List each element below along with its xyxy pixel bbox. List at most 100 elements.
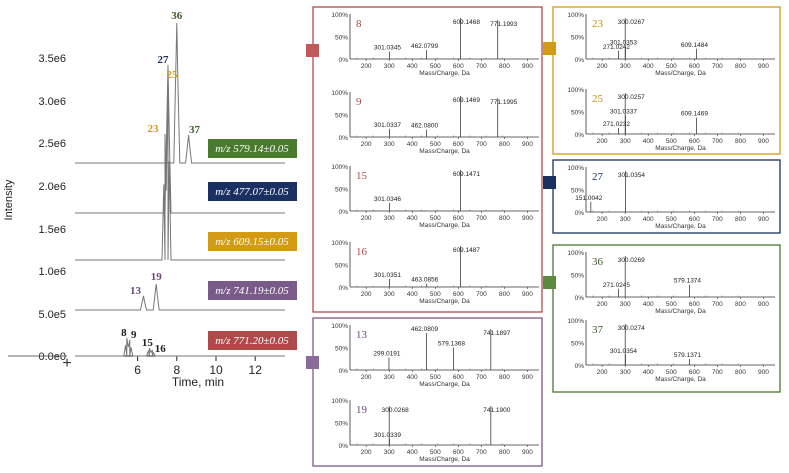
ms-y-tick-label: 50% [571,188,584,195]
peak-label: 16 [155,343,167,355]
trace-legend-box [208,232,297,251]
chromatogram-y-tick-label: 2.5e6 [38,138,66,150]
ms-peak-label: 271.0242 [603,44,630,51]
ms-x-tick-label: 600 [689,63,700,70]
ms-x-tick-label: 400 [407,374,418,381]
ms-spectrum-id: 27 [592,171,604,183]
ms-x-tick-label: 900 [758,63,769,70]
ms-x-tick-label: 400 [643,301,654,308]
ms-y-tick-label: 100% [331,164,348,171]
ms-y-tick-label: 0% [575,57,585,64]
ms-spectrum-id: 36 [592,256,604,268]
ms-x-tick-label: 700 [476,291,487,298]
ms-peak-label: 151.0042 [575,195,602,202]
ms-x-tick-label: 200 [597,369,608,376]
ms-x-tick-label: 200 [361,449,372,456]
ms-x-axis-label: Mass/Charge, Da [419,70,470,77]
ms-peak-label: 609.1469 [453,97,480,104]
ms-x-tick-label: 900 [758,138,769,145]
spectra-group-frames [312,6,781,467]
ms-x-tick-label: 200 [361,291,372,298]
group-frame-741 [312,317,543,467]
ms-x-tick-label: 700 [476,215,487,222]
ms-x-axis-label: Mass/Charge, Da [419,148,470,155]
ms-x-tick-label: 200 [361,215,372,222]
ms-x-tick-label: 700 [712,369,723,376]
ms-y-tick-label: 0% [339,209,349,216]
trace-legend-box [208,182,297,201]
ms-x-tick-label: 200 [597,216,608,223]
ms-peak-label: 300.0267 [618,19,645,26]
ms-y-tick-label: 0% [575,295,585,302]
ms-x-tick-label: 500 [666,216,677,223]
ms-y-tick-label: 100% [331,398,348,405]
ms-x-tick-label: 700 [712,216,723,223]
chromatogram-x-tick-label: 6 [134,363,141,377]
ms-peak-label: 300.0269 [618,257,645,264]
ms-spectrum-id: 8 [356,18,362,30]
ms-x-tick-label: 200 [361,374,372,381]
ms-x-tick-label: 400 [643,63,654,70]
ms-x-tick-label: 300 [384,141,395,148]
ms-peak-label: 609.1471 [453,171,480,178]
ms-y-tick-label: 0% [339,135,349,142]
ms-x-tick-label: 800 [499,449,510,456]
ms-x-tick-label: 800 [499,374,510,381]
ms-x-axis-label: Mass/Charge, Da [419,456,470,463]
ms-x-tick-label: 300 [384,63,395,70]
chromatogram-x-tick-label: 12 [249,363,263,377]
ms-x-tick-label: 400 [643,138,654,145]
ms-peak-label: 271.0245 [603,282,630,289]
ms-x-tick-label: 900 [522,215,533,222]
ms-x-tick-label: 200 [361,141,372,148]
chromatogram-legend: m/z 579.14±0.05m/z 477.07±0.05m/z 609.15… [208,139,297,350]
ms-peak-label: 741.1897 [483,330,510,337]
ms-x-tick-label: 600 [689,138,700,145]
trace-legend-label: m/z 609.15±0.05 [215,236,289,248]
group-marker-771 [306,44,319,57]
ms-y-tick-label: 50% [335,263,348,270]
ms-x-tick-label: 700 [712,301,723,308]
ms-x-tick-label: 800 [735,369,746,376]
ms-x-tick-label: 900 [522,63,533,70]
group-markers [306,42,556,369]
peak-label: 27 [157,54,169,66]
ms-peak-label: 301.0353 [610,40,637,47]
ms-x-tick-label: 500 [430,215,441,222]
ms-peak-label: 299.0191 [373,351,400,358]
ms-x-tick-label: 600 [453,291,464,298]
ms-x-axis-label: Mass/Charge, Da [655,145,706,152]
ms-x-tick-label: 500 [430,291,441,298]
ms-x-tick-label: 700 [476,63,487,70]
ms-x-tick-label: 900 [758,216,769,223]
ms-x-tick-label: 800 [499,291,510,298]
ms-y-tick-label: 50% [335,187,348,194]
ms-x-tick-label: 900 [522,449,533,456]
ms-x-tick-label: 500 [430,449,441,456]
ms-x-tick-label: 600 [453,141,464,148]
ms-y-tick-label: 100% [331,12,348,19]
ms-peak-label: 300.0268 [382,407,409,414]
trace-legend-label: m/z 477.07±0.05 [215,186,289,198]
ms-y-tick-label: 0% [575,210,585,217]
ms-y-tick-label: 50% [571,341,584,348]
chromatogram: Intensity Time, min 0.0e05.0e51.0e61.5e6… [3,10,297,389]
ms-x-tick-label: 900 [522,374,533,381]
ms-peak-label: 463.0856 [411,277,438,284]
trace-legend-box [208,281,297,300]
ms-x-tick-label: 800 [499,63,510,70]
ms-x-tick-label: 500 [430,141,441,148]
peak-label: 13 [130,285,142,297]
ms-peak-label: 301.0339 [374,432,401,439]
ms-y-tick-label: 50% [335,421,348,428]
ms-spectrum-id: 19 [356,404,368,416]
ms-x-tick-label: 400 [407,141,418,148]
ms-peak-label: 462.0809 [411,326,438,333]
